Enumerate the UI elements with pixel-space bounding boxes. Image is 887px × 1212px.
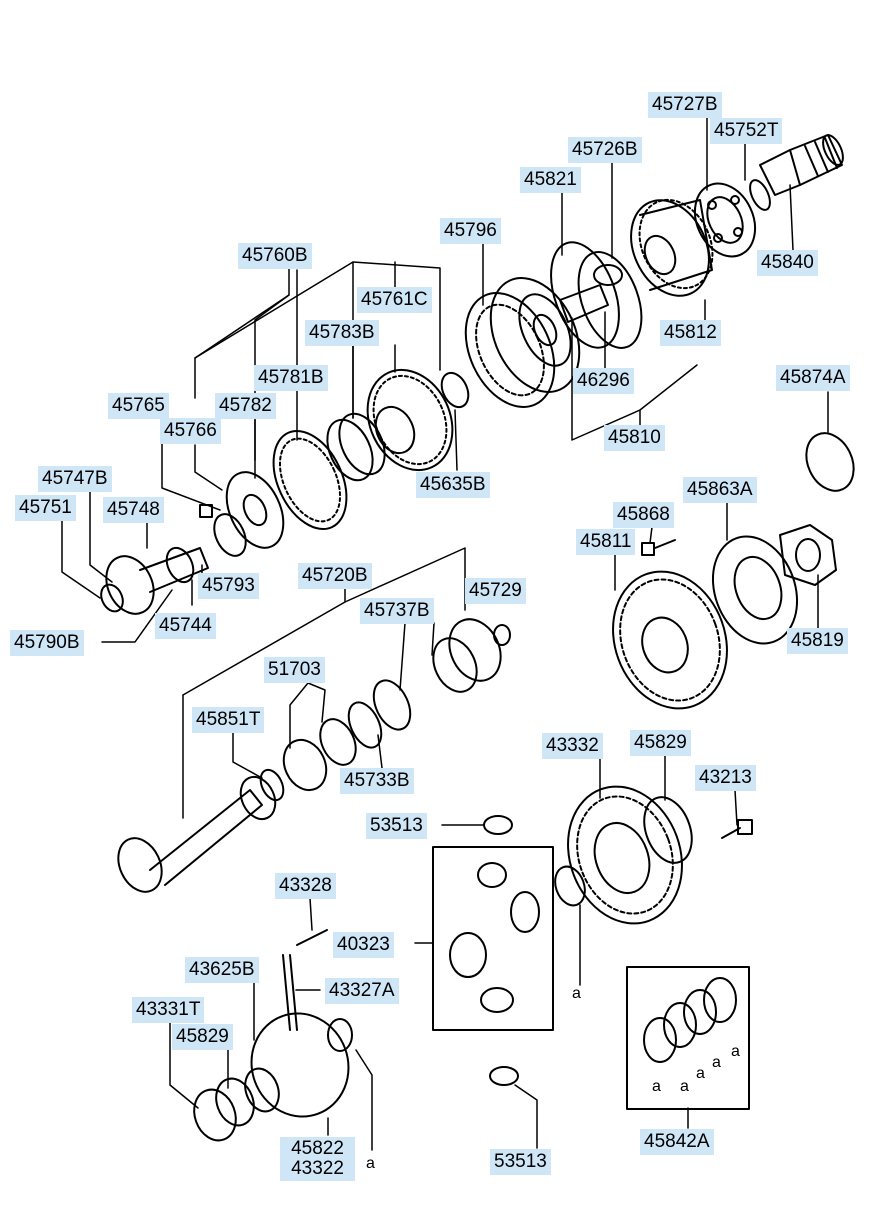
label-45796: 45796 bbox=[440, 218, 501, 244]
label-45819: 45819 bbox=[787, 628, 848, 654]
label-45726B: 45726B bbox=[568, 137, 642, 163]
diff-case-45822 bbox=[244, 1012, 353, 1118]
label-45760B: 45760B bbox=[238, 243, 312, 269]
hub-45783B bbox=[326, 412, 386, 482]
label-45729: 45729 bbox=[465, 578, 526, 604]
label-45829-bottom: 45829 bbox=[172, 1024, 233, 1050]
marker-a-shim: a bbox=[572, 985, 581, 1002]
gear-45812 bbox=[630, 198, 714, 297]
label-43327A: 43327A bbox=[325, 978, 399, 1004]
label-45761C: 45761C bbox=[357, 287, 432, 313]
retainer-45874A bbox=[805, 432, 855, 492]
label-45765: 45765 bbox=[108, 393, 169, 419]
washer-53513-bottom bbox=[489, 1066, 519, 1086]
gear-45811 bbox=[612, 570, 728, 710]
bearing-45727B bbox=[693, 182, 757, 258]
label-45635B: 45635B bbox=[416, 472, 490, 498]
ring-45726B bbox=[577, 251, 643, 349]
shaft-43327A bbox=[282, 954, 298, 1031]
label-45727B: 45727B bbox=[648, 92, 722, 118]
label-45812: 45812 bbox=[660, 320, 721, 346]
washer-53513-top bbox=[483, 815, 513, 835]
countershaft-45720B bbox=[117, 775, 277, 893]
marker-a-4: a bbox=[712, 1054, 721, 1071]
gear-45729 bbox=[448, 618, 511, 682]
label-45781B: 45781B bbox=[254, 365, 328, 391]
label-45790B: 45790B bbox=[10, 630, 84, 656]
label-45752T: 45752T bbox=[710, 118, 783, 144]
label-43213: 43213 bbox=[695, 765, 756, 791]
label-43328: 43328 bbox=[275, 873, 336, 899]
label-40323: 40323 bbox=[333, 932, 394, 958]
ring-gear-45796 bbox=[464, 277, 581, 408]
label-45751: 45751 bbox=[15, 495, 76, 521]
pinion-set-40323 bbox=[432, 846, 554, 1031]
gear-45781B bbox=[272, 429, 348, 531]
label-43331T: 43331T bbox=[132, 997, 205, 1023]
marker-a-3: a bbox=[696, 1065, 705, 1082]
label-45744: 45744 bbox=[155, 613, 216, 639]
label-45829-top: 45829 bbox=[630, 730, 691, 756]
label-45868: 45868 bbox=[613, 502, 674, 528]
label-45747B: 45747B bbox=[38, 466, 112, 492]
label-45821: 45821 bbox=[520, 167, 581, 193]
ring-45821 bbox=[550, 241, 620, 349]
label-45842A: 45842A bbox=[640, 1129, 714, 1155]
snap-ring-45752T bbox=[749, 179, 771, 211]
label-45720B: 45720B bbox=[298, 563, 372, 589]
input-shaft-45790B bbox=[100, 513, 247, 615]
label-45733B: 45733B bbox=[340, 768, 414, 794]
washer-45635B bbox=[440, 371, 470, 409]
label-45782: 45782 bbox=[215, 393, 276, 419]
label-43625B: 43625B bbox=[185, 957, 259, 983]
label-51703: 51703 bbox=[264, 657, 325, 683]
label-45766: 45766 bbox=[160, 418, 221, 444]
label-45851T: 45851T bbox=[192, 707, 265, 733]
race-51703 bbox=[282, 718, 357, 792]
label-45840: 45840 bbox=[757, 250, 818, 276]
label-53513-bottom: 53513 bbox=[490, 1149, 551, 1175]
bolt-43213 bbox=[721, 819, 753, 839]
output-shaft bbox=[759, 134, 844, 196]
marker-a-2: a bbox=[680, 1078, 689, 1095]
label-45874A: 45874A bbox=[776, 365, 850, 391]
shim-a bbox=[554, 865, 586, 907]
label-45822-43322: 45822 43322 bbox=[280, 1137, 355, 1181]
marker-a-case: a bbox=[366, 1155, 375, 1172]
pin-43328 bbox=[296, 929, 328, 946]
bearing-43331T bbox=[193, 1077, 255, 1142]
label-45863A: 45863A bbox=[683, 477, 757, 503]
label-45810: 45810 bbox=[604, 425, 665, 451]
marker-a-5: a bbox=[731, 1043, 740, 1060]
label-46296: 46296 bbox=[573, 368, 634, 394]
plate-45782 bbox=[225, 471, 285, 549]
bearing-45863A bbox=[711, 535, 799, 645]
nut-45819 bbox=[779, 524, 837, 586]
label-53513-top: 53513 bbox=[366, 813, 427, 839]
label-43332: 43332 bbox=[542, 733, 603, 759]
label-45811: 45811 bbox=[576, 529, 636, 555]
label-45793: 45793 bbox=[198, 573, 259, 599]
marker-a-1: a bbox=[652, 1078, 661, 1095]
ring-45733B bbox=[347, 701, 383, 749]
label-45737B: 45737B bbox=[360, 598, 434, 624]
label-45783B: 45783B bbox=[305, 320, 379, 346]
bearing-45851T bbox=[259, 768, 285, 802]
bearing-45737B bbox=[372, 637, 478, 731]
final-gear-43332 bbox=[567, 785, 693, 925]
label-45822: 45822 bbox=[291, 1138, 344, 1159]
label-43322: 43322 bbox=[291, 1158, 344, 1179]
label-45748: 45748 bbox=[103, 497, 164, 523]
bolt-45868 bbox=[641, 539, 676, 556]
